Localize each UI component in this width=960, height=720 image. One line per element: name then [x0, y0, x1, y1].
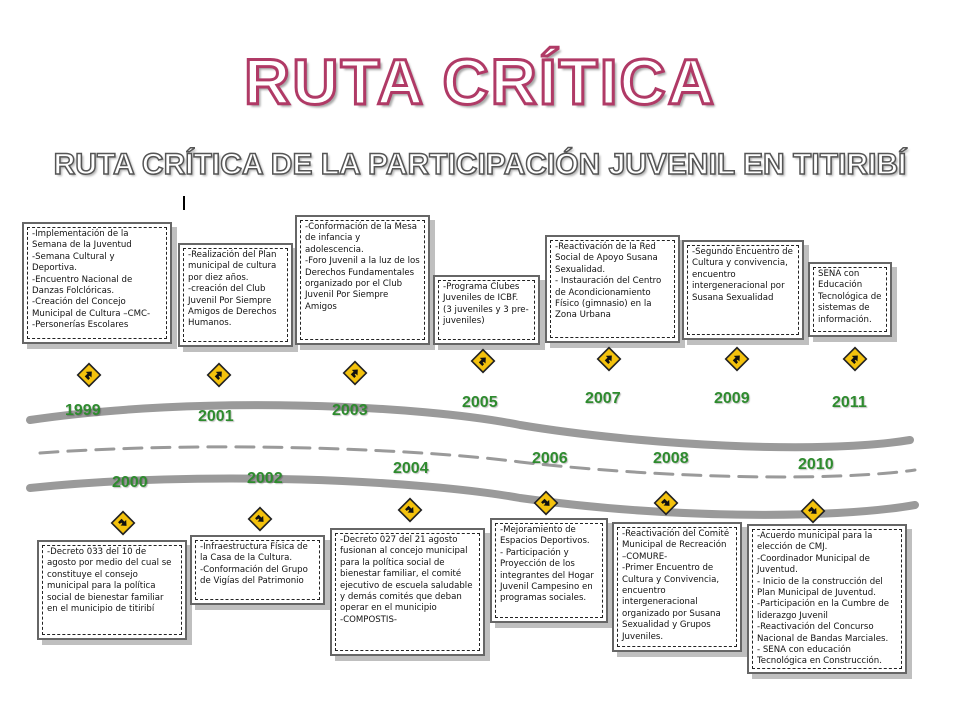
year-label-2011: 2011 [832, 394, 867, 411]
event-text: -Programa Clubes Juveniles de ICBF. (3 j… [443, 282, 529, 327]
year-label-2001: 2001 [198, 408, 234, 425]
page-subtitle: RUTA CRÍTICA DE LA PARTICIPACIÓN JUVENIL… [53, 147, 907, 182]
road-sign-icon [842, 346, 868, 372]
event-text: -Acuerdo municipal para la elección de C… [757, 531, 890, 667]
event-box-2008: -Reactivación del Comité Municipal de Re… [612, 522, 742, 652]
road-sign-icon [397, 497, 423, 523]
event-text: -Reactivación de la Red Social de Apoyo … [555, 242, 662, 321]
event-text: -Implementación de la Semana de la Juven… [32, 229, 151, 331]
event-text: SENA con Educación Tecnológica de sistem… [818, 269, 882, 325]
road-sign-icon [110, 510, 136, 536]
event-text: -Conformación de la Mesa de infancia y a… [305, 222, 420, 312]
event-text: -Decreto 027 del 21 agosto fusionan al c… [340, 535, 473, 625]
road-sign-icon [533, 490, 559, 516]
event-box-1999: -Implementación de la Semana de la Juven… [22, 222, 172, 344]
event-text: -Realización del Plan municipal de cultu… [188, 250, 277, 329]
event-box-2003: -Conformación de la Mesa de infancia y a… [295, 215, 430, 345]
event-text: -Decreto 033 del 10 de agosto por medio … [47, 547, 172, 615]
event-text: -Infraestructura Física de la Casa de la… [200, 542, 308, 587]
year-label-2008: 2008 [653, 450, 689, 467]
year-label-2000: 2000 [112, 474, 148, 491]
event-box-2000: -Decreto 033 del 10 de agosto por medio … [37, 540, 187, 640]
road-sign-icon [470, 348, 496, 374]
road-bottom-edge [26, 474, 919, 519]
event-box-2010: -Acuerdo municipal para la elección de C… [747, 524, 907, 674]
page-title: RUTA CRÍTICA [243, 45, 716, 120]
event-box-2006: -Mejoramiento de Espacios Deportivos. - … [490, 518, 608, 623]
road-sign-icon [653, 490, 679, 516]
road-sign-icon [342, 360, 368, 386]
event-box-2001: -Realización del Plan municipal de cultu… [178, 243, 293, 347]
year-label-2010: 2010 [798, 456, 834, 473]
event-box-2004: -Decreto 027 del 21 agosto fusionan al c… [330, 528, 485, 656]
road-sign-icon [800, 498, 826, 524]
year-label-1999: 1999 [65, 402, 101, 419]
year-label-2002: 2002 [247, 470, 283, 487]
event-box-2007: -Reactivación de la Red Social de Apoyo … [545, 235, 680, 343]
year-label-2003: 2003 [332, 402, 368, 419]
event-text: -Reactivación del Comité Municipal de Re… [622, 529, 730, 642]
year-label-2009: 2009 [714, 390, 750, 407]
year-label-2004: 2004 [393, 460, 429, 477]
event-text: -Segundo Encuentro de Cultura y conviven… [692, 247, 793, 303]
road-sign-icon [724, 346, 750, 372]
road-sign-icon [206, 362, 232, 388]
year-label-2007: 2007 [585, 390, 621, 407]
year-label-2006: 2006 [532, 450, 568, 467]
text-cursor-mark [183, 196, 185, 210]
road-sign-icon [596, 346, 622, 372]
event-box-2002: -Infraestructura Física de la Casa de la… [190, 535, 325, 605]
event-text: -Mejoramiento de Espacios Deportivos. - … [500, 525, 594, 604]
road-center-line [38, 445, 917, 479]
road-top-edge [26, 401, 914, 452]
event-box-2005: -Programa Clubes Juveniles de ICBF. (3 j… [433, 275, 540, 345]
event-box-2009: -Segundo Encuentro de Cultura y conviven… [682, 240, 804, 340]
event-box-2011: SENA con Educación Tecnológica de sistem… [808, 262, 892, 337]
year-label-2005: 2005 [462, 394, 498, 411]
road-sign-icon [76, 362, 102, 388]
road-sign-icon [247, 506, 273, 532]
